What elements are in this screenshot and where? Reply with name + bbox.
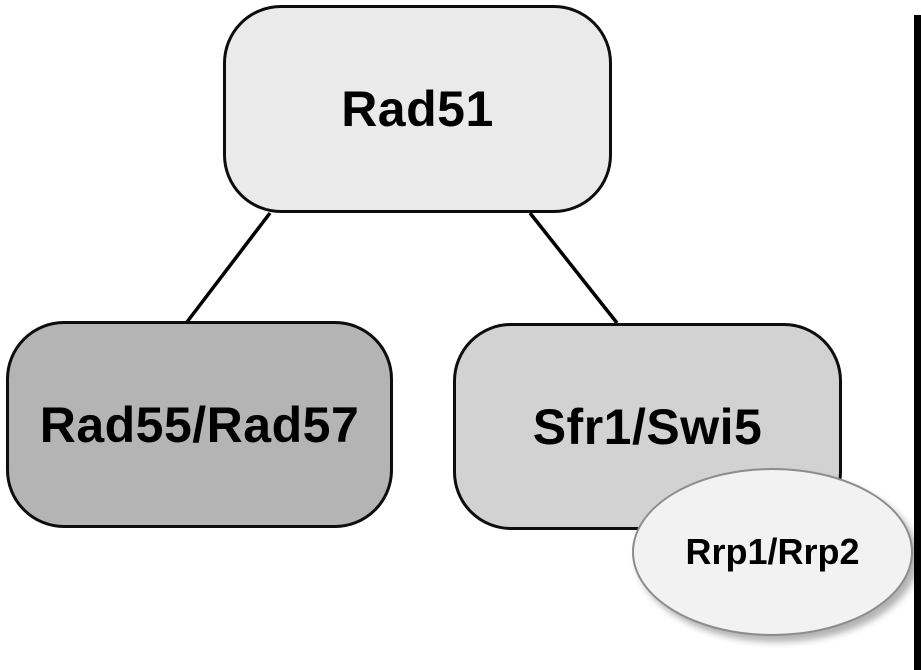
node-rad55-rad57-label: Rad55/Rad57 (39, 396, 360, 453)
node-rrp1-rrp2: Rrp1/Rrp2 (632, 468, 913, 636)
edge-rad51-to-sfr1swi5 (528, 211, 619, 325)
node-rad51-label: Rad51 (341, 81, 494, 137)
scan-edge-artifact-bar (914, 15, 921, 670)
node-rad55-rad57: Rad55/Rad57 (6, 321, 393, 528)
node-rad51: Rad51 (223, 5, 612, 213)
edge-rad51-to-rad55rad57 (185, 211, 272, 324)
node-sfr1-swi5-label: Sfr1/Swi5 (532, 398, 763, 455)
node-rrp1-rrp2-label: Rrp1/Rrp2 (685, 531, 860, 572)
